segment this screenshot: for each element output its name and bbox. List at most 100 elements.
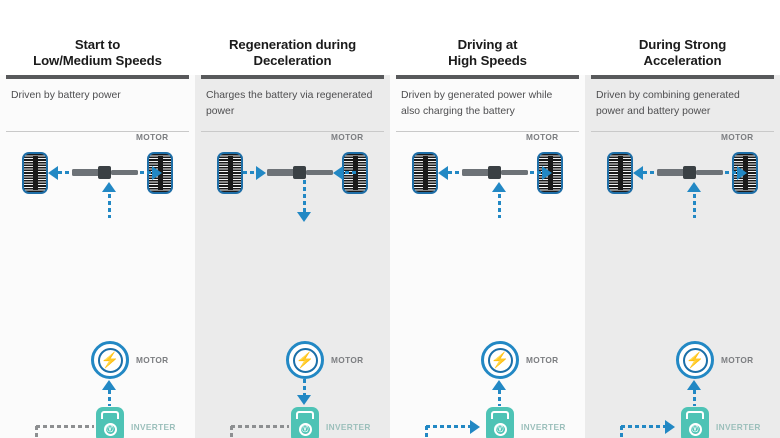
inverter-label: INVERTER xyxy=(521,422,566,432)
inverter-motor-dots xyxy=(498,390,501,406)
motor-label: MOTOR xyxy=(331,132,364,142)
axle-to-motor-arrow xyxy=(297,212,311,222)
inverter-to-motor-arrow xyxy=(102,380,116,390)
motor-inner-ring: ⚡ xyxy=(292,347,318,373)
motor-label: MOTOR xyxy=(526,132,559,142)
panel-divider xyxy=(6,131,189,132)
motor-label: MOTOR xyxy=(136,132,169,142)
wheel-left xyxy=(217,152,243,194)
panel-divider xyxy=(591,131,774,132)
generator-inverter-dots xyxy=(621,425,665,428)
inverter-icon: Ⓥ xyxy=(291,407,319,438)
axle-dots-right xyxy=(140,171,152,174)
panel-description-zone: Driven by battery power xyxy=(0,79,195,131)
inverter-symbol: Ⓥ xyxy=(103,422,117,436)
inverter-symbol: Ⓥ xyxy=(688,422,702,436)
motor-axle-dots xyxy=(108,194,111,218)
axle-dots-left xyxy=(448,171,460,174)
wheel-arrow-left-inward xyxy=(256,166,266,180)
generator-riser-dots xyxy=(35,426,38,438)
panel-top-rule xyxy=(201,75,384,79)
wheel-left xyxy=(22,152,48,194)
motor-axle-dots xyxy=(498,194,501,218)
motor-icon: ⚡ xyxy=(481,341,519,379)
panel-diagram: ⚡MOTORMOTORⓋINVERTERBATTERY(CHARGING)GEN… xyxy=(195,132,390,438)
lightning-bolt-icon: ⚡ xyxy=(295,351,315,369)
wheel-arrow-left xyxy=(633,166,643,180)
generator-riser-dots xyxy=(425,426,428,438)
wheel-left xyxy=(412,152,438,194)
motor-inner-ring: ⚡ xyxy=(97,347,123,373)
inverter-motor-dots xyxy=(303,379,306,395)
motor-to-axle-arrow xyxy=(492,182,506,192)
panel-description: Driven by generated power while also cha… xyxy=(401,90,553,117)
inverter-label: INVERTER xyxy=(326,422,371,432)
axle-shaft-right xyxy=(306,170,333,175)
inverter-icon: Ⓥ xyxy=(96,407,124,438)
panel-description: Driven by battery power xyxy=(11,90,121,101)
lightning-bolt-icon: ⚡ xyxy=(490,351,510,369)
wheel-arrow-right xyxy=(542,166,552,180)
inverter-label: INVERTER xyxy=(131,422,176,432)
inverter-symbol: Ⓥ xyxy=(298,422,312,436)
panel-description: Charges the battery via regenerated powe… xyxy=(206,90,373,117)
motor-inner-ring: ⚡ xyxy=(487,347,513,373)
panel-divider xyxy=(201,131,384,132)
wheel-left xyxy=(607,152,633,194)
panel-divider xyxy=(396,131,579,132)
inverter-icon: Ⓥ xyxy=(681,407,709,438)
axle-shaft-left xyxy=(657,169,685,176)
motor-label: MOTOR xyxy=(526,355,559,365)
motor-label: MOTOR xyxy=(721,355,754,365)
panel-description-zone: Charges the battery via regenerated powe… xyxy=(195,79,390,131)
wheel-arrow-right xyxy=(152,166,162,180)
motor-icon: ⚡ xyxy=(286,341,324,379)
axle-dots-left xyxy=(643,171,655,174)
wheel-arrow-left xyxy=(48,166,58,180)
motor-axle-dots xyxy=(693,194,696,218)
panel-top-rule xyxy=(396,75,579,79)
generator-riser-dots xyxy=(620,426,623,438)
wheel-arrow-right-inward xyxy=(333,166,343,180)
motor-to-inverter-arrow xyxy=(297,395,311,405)
axle-shaft-right xyxy=(696,170,723,175)
wheel-tread xyxy=(219,154,241,192)
generator-inverter-dots xyxy=(36,425,94,428)
panel-top-rule xyxy=(6,75,189,79)
motor-to-axle-arrow xyxy=(687,182,701,192)
wheel-tread xyxy=(414,154,436,192)
panel-diagram: ⚡MOTORMOTORⓋINVERTERBATTERY(CHARGING)GEN… xyxy=(390,132,585,438)
inverter-symbol: Ⓥ xyxy=(493,422,507,436)
axle-dots-left xyxy=(243,171,255,174)
axle-dots-right xyxy=(530,171,542,174)
differential-housing xyxy=(98,166,111,179)
motor-icon: ⚡ xyxy=(91,341,129,379)
inverter-to-motor-arrow xyxy=(492,380,506,390)
motor-axle-dots xyxy=(303,180,306,212)
panel-diagram: ⚡MOTORMOTORⓋINVERTERBATTERY(DISCHARGING)… xyxy=(0,132,195,438)
panel-description-zone: Driven by combining generated power and … xyxy=(585,79,780,131)
wheel-tread xyxy=(609,154,631,192)
wheel-arrow-right xyxy=(737,166,747,180)
lightning-bolt-icon: ⚡ xyxy=(100,351,120,369)
axle-shaft-right xyxy=(501,170,528,175)
axle-shaft-left xyxy=(462,169,490,176)
motor-label: MOTOR xyxy=(331,355,364,365)
inverter-label: INVERTER xyxy=(716,422,761,432)
lightning-bolt-icon: ⚡ xyxy=(685,351,705,369)
panel-description: Driven by combining generated power and … xyxy=(596,90,740,117)
wheel-tread xyxy=(24,154,46,192)
axle-shaft-right xyxy=(111,170,138,175)
inverter-icon: Ⓥ xyxy=(486,407,514,438)
motor-icon: ⚡ xyxy=(676,341,714,379)
motor-label: MOTOR xyxy=(721,132,754,142)
generator-inverter-dots xyxy=(231,425,289,428)
